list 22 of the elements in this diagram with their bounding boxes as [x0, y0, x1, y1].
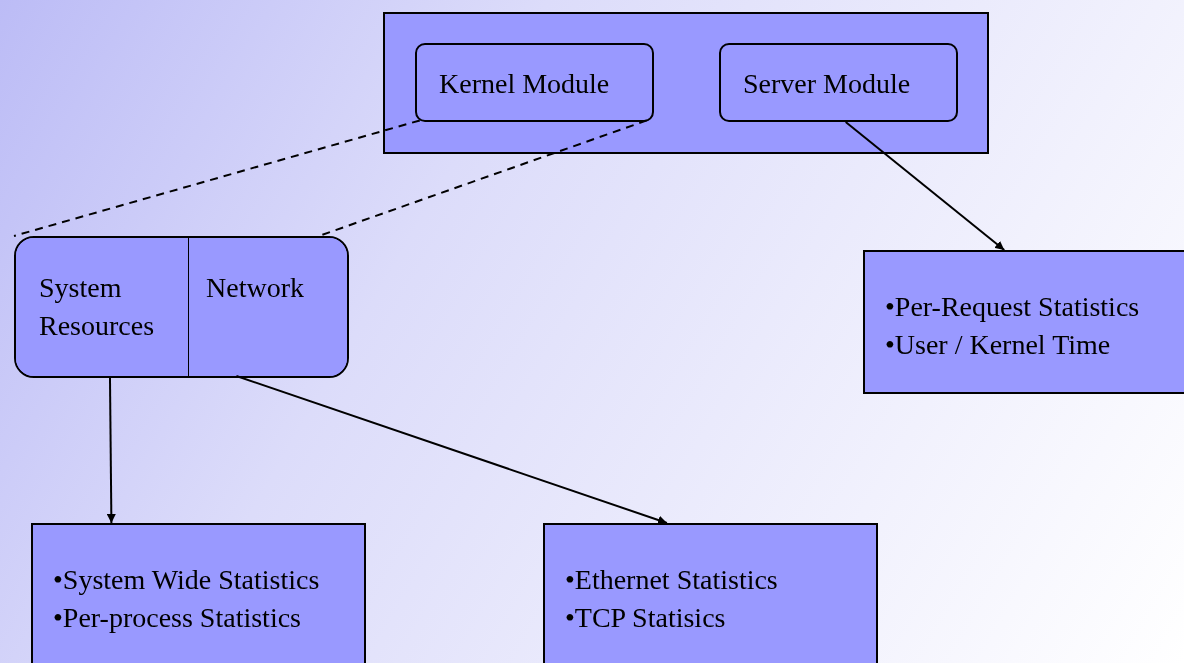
module-box	[719, 43, 958, 122]
module-group-box	[383, 12, 989, 154]
node-label: Network	[206, 271, 304, 305]
category-section	[189, 238, 347, 376]
statistics-box	[543, 523, 878, 663]
arrow	[106, 375, 116, 524]
statistics-box	[863, 250, 1184, 394]
arrow	[844, 121, 1006, 251]
node-label: •TCP Statisics	[565, 601, 726, 635]
module-box	[415, 43, 654, 122]
node-label: •Per-Request Statistics	[885, 290, 1140, 324]
node-label: Kernel Module	[439, 67, 610, 101]
node-label: •User / Kernel Time	[885, 328, 1111, 362]
node-label: •System Wide Statistics	[53, 563, 320, 597]
node-label: •Per-process Statistics	[53, 601, 301, 635]
node-label: System Resources	[39, 271, 156, 343]
node-label: Server Module	[743, 67, 911, 101]
node-label: •Ethernet Statistics	[565, 563, 778, 597]
connector-line	[13, 119, 421, 237]
statistics-box	[31, 523, 366, 663]
category-section	[16, 238, 190, 376]
split-box	[14, 236, 349, 378]
